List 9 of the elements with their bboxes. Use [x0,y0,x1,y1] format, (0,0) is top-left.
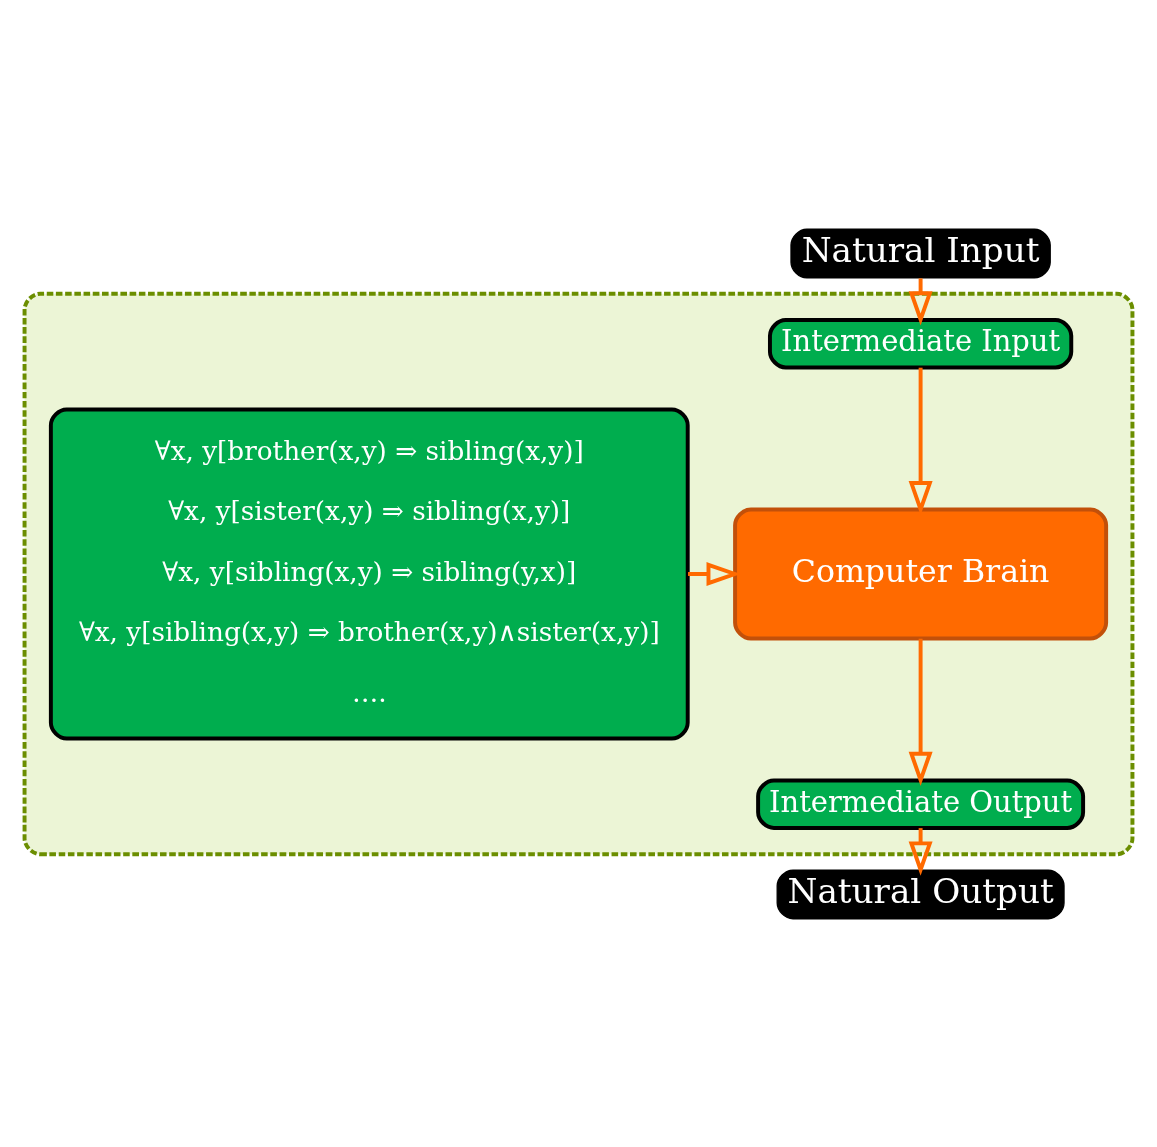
node-box: Natural Output [776,868,1065,919]
node-box: ∀x, y[brother(x,y) ⇒ sibling(x,y)] ∀x, y[sister(x,y) ⇒ sibling(x,y)] ∀x, y[sibling(x,y) ⇒ sibling(y,x)] ∀x, y[sibling(x,y) ⇒ brother(x,y)∧sister(x,y)] …. [48,407,690,740]
arrow [908,367,933,515]
node-box: Intermediate Output [756,778,1086,830]
node-box: Natural Input [790,228,1051,279]
node-box: Intermediate Input [767,317,1074,369]
node-box: Computer Brain [733,507,1109,640]
arrow [908,277,933,325]
arrow [908,638,933,786]
